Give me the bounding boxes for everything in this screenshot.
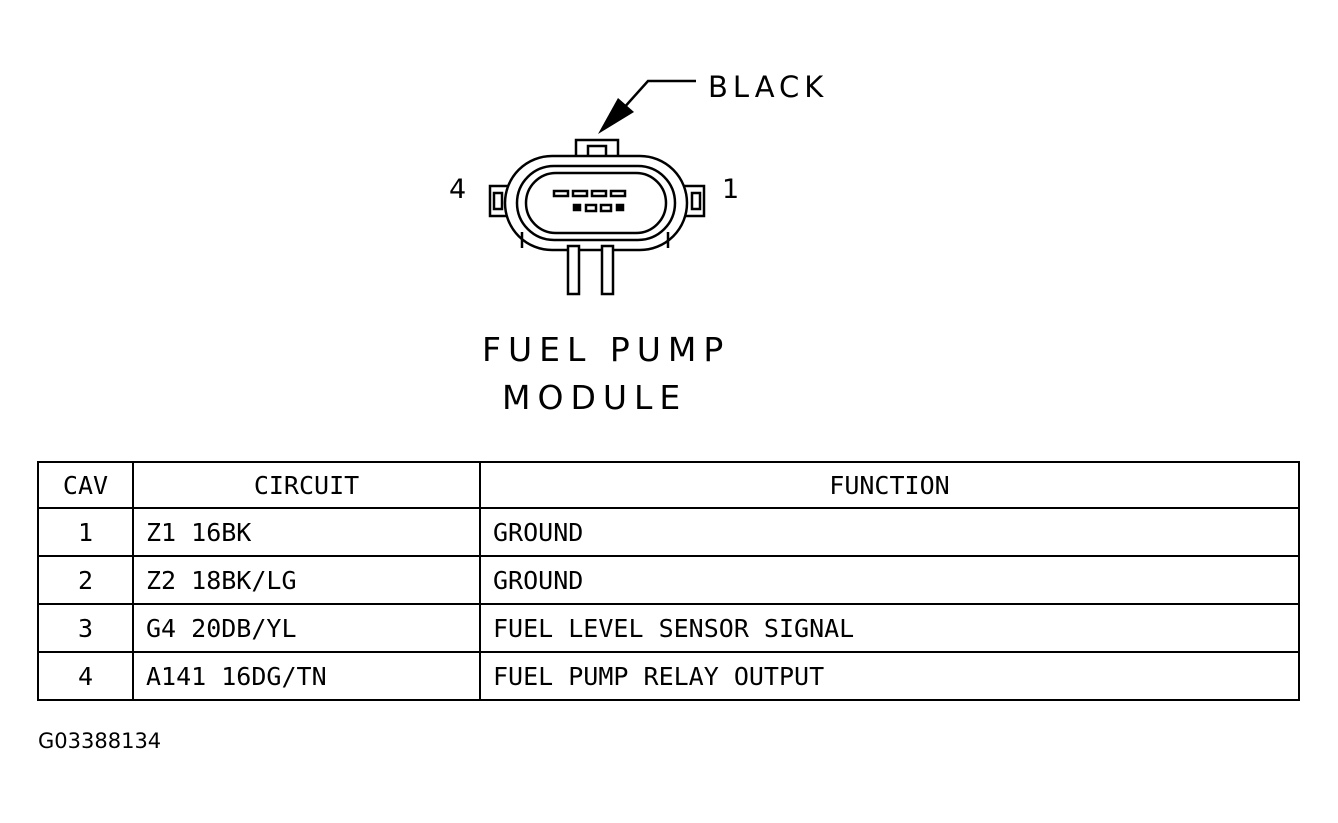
connector-face — [515, 164, 677, 242]
table-row: 3 G4 20DB/YL FUEL LEVEL SENSOR SIGNAL — [37, 603, 1300, 653]
wire-left — [566, 244, 581, 296]
cell-circuit: G4 20DB/YL — [132, 603, 481, 653]
cell-cav: 3 — [37, 603, 134, 653]
pin-1-label: 1 — [722, 174, 740, 205]
cell-circuit: Z1 16BK — [132, 507, 481, 557]
wire-right — [600, 244, 615, 296]
header-circuit: CIRCUIT — [132, 461, 481, 509]
table-row: 2 Z2 18BK/LG GROUND — [37, 555, 1300, 605]
table-row: 4 A141 16DG/TN FUEL PUMP RELAY OUTPUT — [37, 651, 1300, 701]
cell-cav: 1 — [37, 507, 134, 557]
connector-name-line2: MODULE — [502, 378, 688, 417]
figure-code: G03388134 — [38, 729, 162, 753]
cell-circuit: A141 16DG/TN — [132, 651, 481, 701]
pinout-table: CAV CIRCUIT FUNCTION 1 Z1 16BK GROUND 2 … — [37, 461, 1300, 701]
wire-color-label: BLACK — [708, 70, 829, 104]
cell-function: GROUND — [479, 507, 1300, 557]
cell-function: GROUND — [479, 555, 1300, 605]
header-function: FUNCTION — [479, 461, 1300, 509]
cell-circuit: Z2 18BK/LG — [132, 555, 481, 605]
arrow-head — [598, 98, 634, 134]
cell-cav: 2 — [37, 555, 134, 605]
cell-function: FUEL LEVEL SENSOR SIGNAL — [479, 603, 1300, 653]
connector-name-line1: FUEL PUMP — [482, 330, 731, 369]
cell-cav: 4 — [37, 651, 134, 701]
connector-body — [503, 154, 689, 252]
table-row: 1 Z1 16BK GROUND — [37, 507, 1300, 557]
pin-4-label: 4 — [449, 174, 467, 205]
cell-function: FUEL PUMP RELAY OUTPUT — [479, 651, 1300, 701]
table-header-row: CAV CIRCUIT FUNCTION — [37, 461, 1300, 509]
header-cav: CAV — [37, 461, 134, 509]
